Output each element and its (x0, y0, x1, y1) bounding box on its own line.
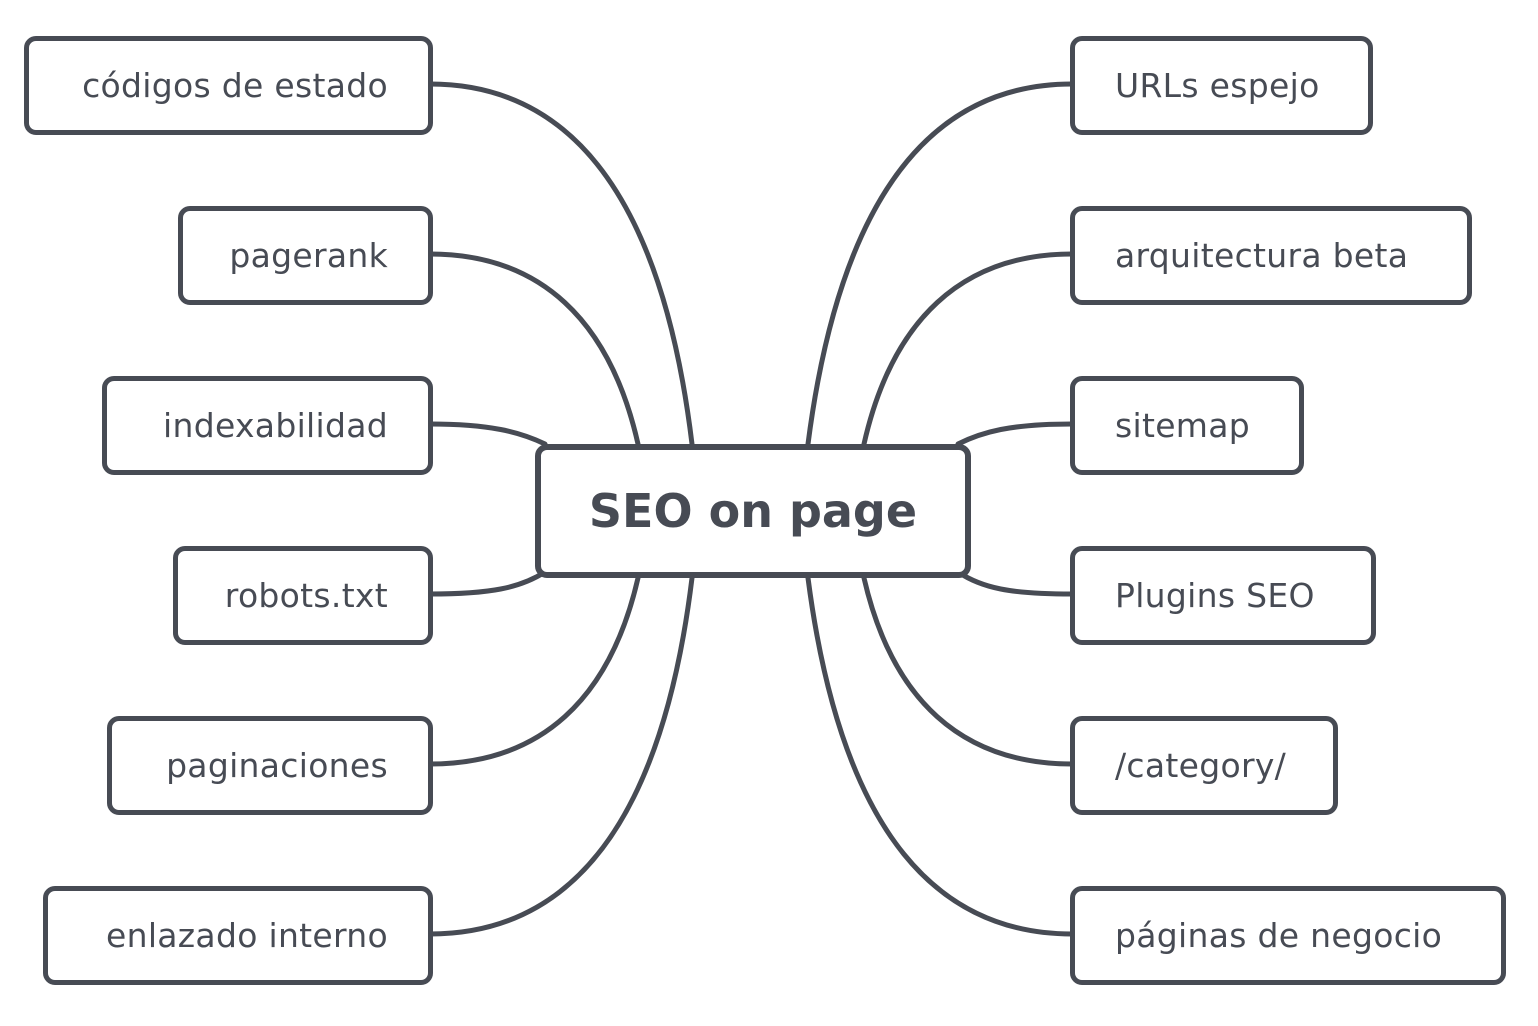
connector-plugins-seo (955, 569, 1075, 597)
topic-node-enlazado-interno[interactable]: enlazado interno (43, 886, 433, 985)
topic-node-pagerank[interactable]: pagerank (178, 206, 433, 305)
topic-label: páginas de negocio (1115, 916, 1443, 955)
connector-enlazado-interno (427, 575, 695, 937)
central-topic-node[interactable]: SEO on page (535, 444, 971, 578)
connector-pagerank (427, 251, 641, 447)
topic-label: /category/ (1115, 746, 1287, 785)
topic-label: Plugins SEO (1115, 576, 1315, 615)
topic-node-category[interactable]: /category/ (1070, 716, 1338, 815)
connector-category (861, 575, 1075, 767)
topic-label: códigos de estado (82, 66, 388, 105)
topic-label: sitemap (1115, 406, 1251, 445)
topic-node-urls-espejo[interactable]: URLs espejo (1070, 36, 1373, 135)
connector-urls-espejo (805, 81, 1075, 447)
connector-robots-txt (427, 569, 548, 597)
topic-label: enlazado interno (106, 916, 388, 955)
topic-label: pagerank (229, 236, 388, 275)
topic-node-sitemap[interactable]: sitemap (1070, 376, 1304, 475)
connector-sitemap (955, 421, 1075, 447)
topic-node-codigos-de-estado[interactable]: códigos de estado (24, 36, 433, 135)
connector-paginas-de-negocio (805, 575, 1075, 937)
topic-label: arquitectura beta (1115, 236, 1409, 275)
topic-label: indexabilidad (163, 406, 388, 445)
topic-label: paginaciones (166, 746, 388, 785)
central-topic-label: SEO on page (588, 484, 918, 538)
connector-arquitectura-beta (861, 251, 1075, 447)
topic-node-arquitectura-beta[interactable]: arquitectura beta (1070, 206, 1472, 305)
topic-node-paginaciones[interactable]: paginaciones (107, 716, 433, 815)
topic-label: robots.txt (224, 576, 388, 615)
connector-indexabilidad (427, 421, 548, 447)
topic-node-paginas-de-negocio[interactable]: páginas de negocio (1070, 886, 1506, 985)
topic-label: URLs espejo (1115, 66, 1320, 105)
topic-node-robots-txt[interactable]: robots.txt (173, 546, 433, 645)
topic-node-indexabilidad[interactable]: indexabilidad (102, 376, 433, 475)
connector-codigos-de-estado (427, 81, 695, 447)
topic-node-plugins-seo[interactable]: Plugins SEO (1070, 546, 1376, 645)
connector-paginaciones (427, 575, 641, 767)
